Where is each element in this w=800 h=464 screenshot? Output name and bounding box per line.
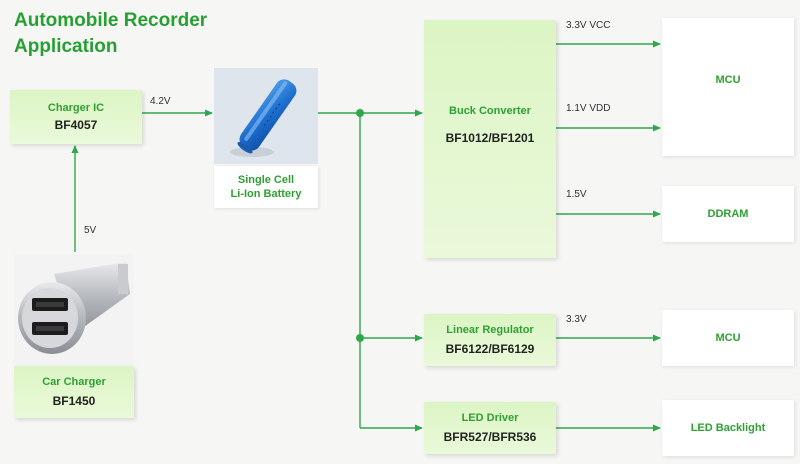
car-charger-name: Car Charger xyxy=(42,376,106,388)
label-1-1v-vdd: 1.1V VDD xyxy=(566,103,611,114)
battery-name-line-2: Li-Ion Battery xyxy=(230,188,302,200)
linear-regulator-part: BF6122/BF6129 xyxy=(445,342,535,356)
diagram-title: Automobile Recorder Application xyxy=(14,8,207,60)
title-line-1: Automobile Recorder xyxy=(14,10,208,31)
linear-regulator-block: Linear Regulator BF6122/BF6129 xyxy=(424,314,556,366)
label-5v: 5V xyxy=(84,225,97,236)
battery-label-block: Single Cell Li-Ion Battery xyxy=(214,166,318,208)
mcu-block-bottom: MCU xyxy=(662,310,794,366)
buck-converter-block: Buck Converter BF1012/BF1201 xyxy=(424,20,556,258)
car-charger-block: Car Charger BF1450 xyxy=(14,366,134,418)
linear-regulator-name: Linear Regulator xyxy=(446,324,534,336)
car-charger-image xyxy=(14,254,134,366)
mcu-block-top: MCU xyxy=(662,18,794,156)
label-4-2v: 4.2V xyxy=(150,96,171,107)
battery-cell-icon xyxy=(214,68,318,164)
car-charger-icon xyxy=(14,254,134,366)
charger-ic-block: Charger IC BF4057 xyxy=(10,90,142,144)
title-line-2: Application xyxy=(14,36,118,57)
buck-converter-name: Buck Converter xyxy=(449,105,531,117)
junction-dot-bottom xyxy=(356,334,364,342)
car-charger-part: BF1450 xyxy=(52,394,96,408)
label-3-3v: 3.3V xyxy=(566,314,587,325)
led-driver-block: LED Driver BFR527/BFR536 xyxy=(424,402,556,454)
led-driver-part: BFR527/BFR536 xyxy=(443,430,537,444)
mcu-bottom-name: MCU xyxy=(715,332,741,344)
battery-image xyxy=(214,68,318,164)
ddram-block: DDRAM xyxy=(662,186,794,242)
ddram-name: DDRAM xyxy=(707,208,749,220)
charger-ic-name: Charger IC xyxy=(47,102,105,114)
junction-dot-top xyxy=(356,109,364,117)
battery-name-line-1: Single Cell xyxy=(237,174,295,186)
led-driver-name: LED Driver xyxy=(461,412,519,424)
charger-ic-part: BF4057 xyxy=(54,118,98,132)
led-backlight-name: LED Backlight xyxy=(690,422,766,434)
mcu-top-name: MCU xyxy=(715,74,741,86)
led-backlight-block: LED Backlight xyxy=(662,400,794,456)
label-3-3v-vcc: 3.3V VCC xyxy=(566,20,611,31)
buck-converter-part: BF1012/BF1201 xyxy=(445,131,535,145)
label-1-5v: 1.5V xyxy=(566,189,587,200)
